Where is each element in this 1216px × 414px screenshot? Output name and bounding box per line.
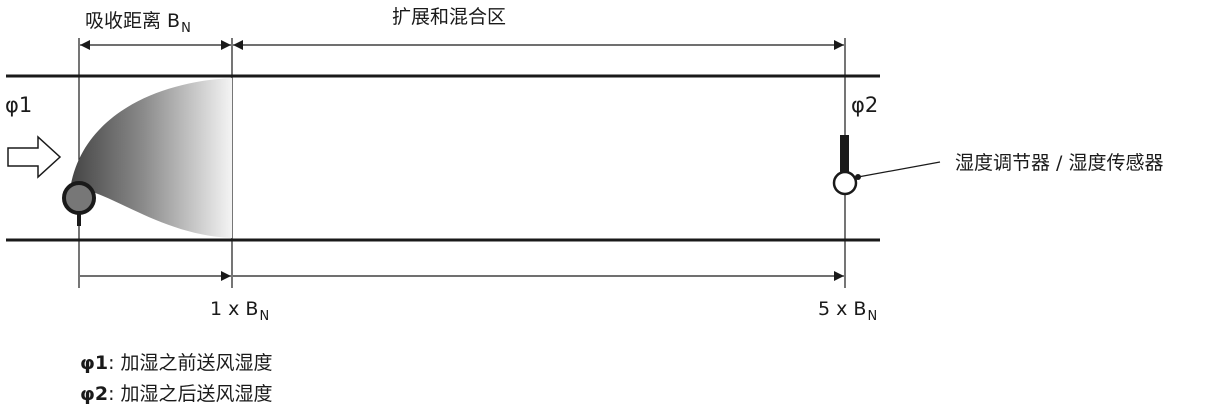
absorption-distance-text: 吸收距离 B — [85, 10, 181, 32]
scale-1bn-text: 1 x B — [210, 298, 259, 320]
scale-1bn-subscript: N — [259, 309, 270, 324]
legend-phi2-text: : 加湿之后送风湿度 — [108, 383, 273, 405]
phi2-label: φ2 — [851, 93, 879, 117]
humidifier-nozzle-icon — [62, 181, 96, 215]
legend-phi1-text: : 加湿之前送风湿度 — [108, 352, 273, 374]
humidity-sensor-icon — [832, 170, 858, 196]
airflow-arrow-icon — [7, 135, 62, 179]
scale-label-5bn: 5 x BN — [818, 298, 877, 324]
legend-phi2-symbol: φ2 — [80, 383, 109, 405]
sensor-probe-bar — [840, 135, 849, 172]
absorption-distance-subscript: N — [181, 21, 191, 36]
sensor-leader-dot — [855, 174, 861, 180]
sensor-leader-line — [857, 161, 941, 178]
scale-5bn-subscript: N — [867, 309, 878, 324]
legend-item-phi1: φ1: 加湿之前送风湿度 — [80, 354, 273, 373]
absorption-distance-label: 吸收距离 BN — [85, 10, 191, 36]
mixing-zone-label: 扩展和混合区 — [392, 8, 506, 27]
sensor-label: 湿度调节器 / 湿度传感器 — [955, 152, 1164, 174]
scale-5bn-text: 5 x B — [818, 298, 867, 320]
phi1-label: φ1 — [5, 93, 33, 117]
scale-label-1bn: 1 x BN — [210, 298, 269, 324]
legend-phi1-symbol: φ1 — [80, 352, 109, 374]
legend-item-phi2: φ2: 加湿之后送风湿度 — [80, 385, 273, 404]
mixing-zone-text: 扩展和混合区 — [392, 6, 507, 28]
steam-spray-plume — [70, 78, 232, 238]
